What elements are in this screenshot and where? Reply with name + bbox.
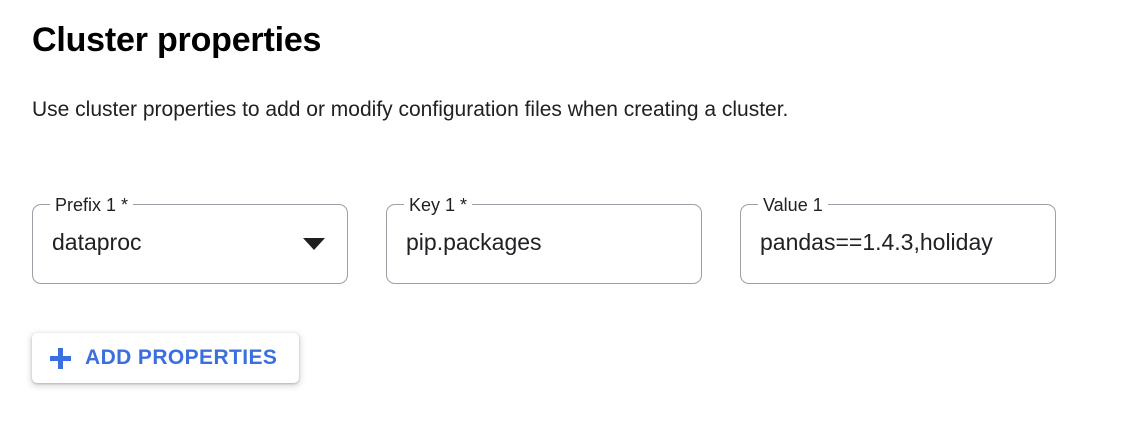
prefix-1-label: Prefix 1 *	[50, 194, 134, 216]
value-1-value[interactable]: pandas==1.4.3,holiday	[760, 229, 993, 255]
key-1-label: Key 1 *	[404, 194, 473, 216]
plus-icon	[50, 347, 71, 369]
add-properties-button[interactable]: ADD PROPERTIES	[32, 333, 300, 383]
prefix-1-value: dataproc	[52, 229, 142, 255]
page-title: Cluster properties	[32, 21, 322, 59]
value-1-label: Value 1	[758, 194, 828, 216]
properties-field-row: Prefix 1 * dataproc Key 1 * pip.packages…	[32, 194, 1056, 284]
page-description: Use cluster properties to add or modify …	[32, 98, 789, 121]
chevron-down-icon[interactable]	[303, 238, 325, 250]
add-properties-label: ADD PROPERTIES	[85, 346, 278, 369]
prefix-1-field[interactable]: Prefix 1 * dataproc	[32, 194, 348, 284]
key-1-value[interactable]: pip.packages	[406, 229, 542, 255]
key-1-field[interactable]: Key 1 * pip.packages	[386, 194, 702, 284]
value-1-field[interactable]: Value 1 pandas==1.4.3,holiday	[740, 194, 1056, 284]
